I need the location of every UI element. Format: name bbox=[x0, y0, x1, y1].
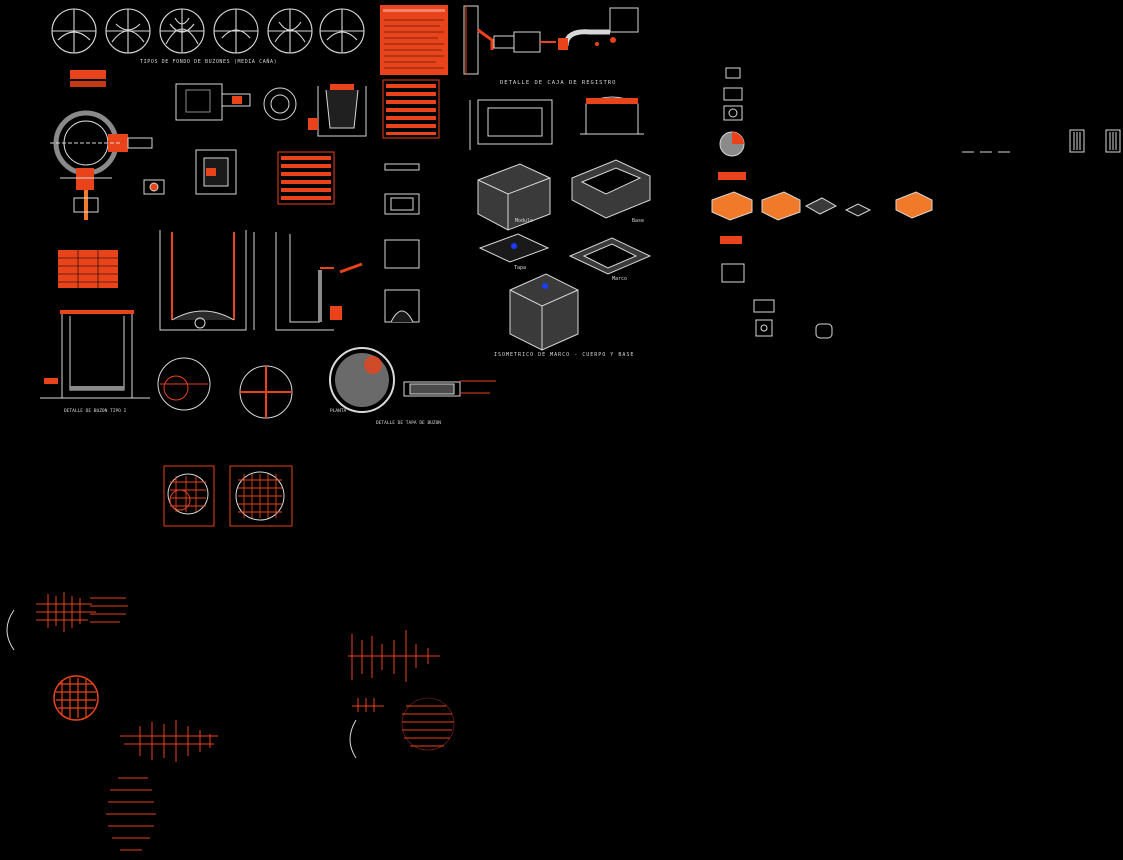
title-detalle-caja: DETALLE DE CAJA DE REGISTRO bbox=[500, 80, 616, 86]
iso-modulo bbox=[477, 163, 551, 231]
manhole-section-tall-1 bbox=[159, 230, 255, 331]
circle-symbol-6 bbox=[319, 8, 365, 54]
tapa-buzon-section bbox=[403, 380, 496, 397]
manhole-section-tall-2 bbox=[275, 232, 363, 331]
right-symbols-column bbox=[718, 67, 833, 339]
title-detalle-tapa: DETALLE DE TAPA DE BUZON bbox=[376, 420, 441, 426]
circle-plan-2 bbox=[263, 87, 297, 121]
rebar-round-grid bbox=[53, 675, 99, 721]
rebar-bars-center-2 bbox=[349, 697, 455, 759]
label-base: Base bbox=[632, 218, 644, 224]
iso-marco bbox=[568, 237, 652, 275]
buzon-tipo-1-section bbox=[40, 310, 150, 399]
circle-symbol-4 bbox=[213, 8, 259, 54]
iso-base bbox=[571, 159, 651, 219]
section-detail-3 bbox=[308, 84, 367, 137]
rebar-plan-1 bbox=[163, 465, 215, 527]
rebar-bars-mid-left bbox=[120, 720, 218, 762]
rebar-bars-bottom bbox=[106, 777, 156, 851]
circle-symbol-5 bbox=[267, 8, 313, 54]
iso-assembled bbox=[509, 273, 579, 351]
small-manhole-icon bbox=[143, 179, 165, 195]
rebar-bars-center bbox=[348, 630, 440, 682]
title-isometrico: ISOMETRICO DE MARCO - CUERPO Y BASE bbox=[494, 352, 634, 358]
title-tipos-fondo: TIPOS DE FONDO DE BUZONES (MEDIA CAÑA) bbox=[140, 58, 277, 65]
rebar-plan-2 bbox=[229, 465, 293, 527]
plan-detail-1 bbox=[175, 83, 251, 121]
rebar-bars-left bbox=[6, 592, 128, 651]
notes-box-2 bbox=[382, 79, 440, 139]
schedule-table-red bbox=[58, 250, 118, 288]
precast-pieces bbox=[384, 163, 420, 323]
tapa-buzon-plan bbox=[329, 347, 395, 413]
caja-registro-section bbox=[580, 96, 644, 135]
red-label-tag bbox=[70, 70, 106, 87]
general-notes-box bbox=[380, 5, 448, 75]
iso-tapa bbox=[478, 233, 550, 263]
manhole-section-mid bbox=[195, 149, 237, 195]
caja-registro-plan bbox=[469, 99, 553, 150]
circle-symbol-1 bbox=[51, 8, 97, 54]
circle-symbol-2 bbox=[105, 8, 151, 54]
notes-box-3 bbox=[277, 151, 335, 205]
lower-circles bbox=[157, 357, 293, 419]
manhole-plan-left bbox=[50, 110, 153, 220]
right-iso-pieces bbox=[711, 191, 933, 221]
label-marco: Marco bbox=[612, 276, 627, 282]
pipe-connection-detail bbox=[463, 5, 639, 75]
title-buzon-tipo: DETALLE DE BUZON TIPO I bbox=[64, 408, 127, 414]
label-planta: PLANTA bbox=[330, 408, 347, 414]
label-modulo: Modulo bbox=[515, 218, 533, 224]
circle-symbol-3 bbox=[159, 8, 205, 54]
bottom-type-circles bbox=[51, 8, 365, 54]
label-tapa: Tapa bbox=[514, 265, 526, 271]
far-right-grilles bbox=[962, 129, 1121, 153]
